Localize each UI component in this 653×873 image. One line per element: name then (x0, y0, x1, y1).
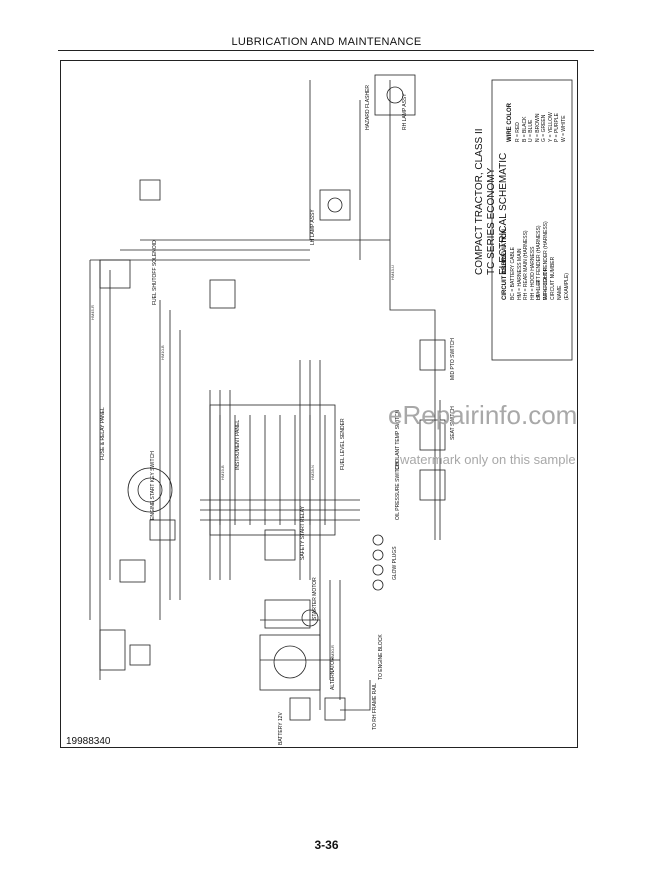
wire-color-list: WIRE COLOR R = RED B = BLACK U = BLUE N … (507, 47, 567, 142)
schematic-frame (60, 60, 578, 748)
switch-box-2 (419, 419, 446, 451)
instrument-panel-label: INSTRUMENT PANEL (235, 419, 241, 470)
lh-lamp-box (319, 189, 351, 221)
alternator-label: ALTERNATOR (330, 657, 336, 690)
fuel-level-label: FUEL LEVEL SENDER (340, 418, 346, 470)
figure-number: 19988340 (66, 736, 111, 747)
relay-box-1 (264, 529, 296, 561)
battery-box-1 (289, 697, 311, 721)
title-line-1: COMPACT TRACTOR, CLASS II (474, 128, 485, 275)
example-wire-color-label: WIRE COLOR (543, 267, 549, 300)
fuse-panel-label: FUSE & RELAY PANEL (100, 407, 106, 460)
header-rule (58, 50, 594, 51)
relay-box-2 (209, 279, 236, 309)
to-frame-label: TO RH FRAME RAIL (372, 683, 378, 730)
lh-lamp-label: LH LAMP ASSY (310, 209, 316, 245)
light-switch-box (99, 259, 131, 289)
title-line-2: TC SERIES ECONOMY (486, 167, 497, 275)
page-number: 3-36 (314, 838, 339, 852)
safety-relay-label: SAFETY START RELAY (300, 506, 306, 560)
svg-text:HM28-N: HM28-N (310, 465, 315, 480)
svg-text:HM30-R: HM30-R (330, 645, 335, 660)
example-circuit-number-label: CIRCUIT NUMBER (550, 256, 556, 300)
example-label: (EXAMPLE) (564, 273, 570, 300)
wire-color-heading: WIRE COLOR (507, 103, 513, 142)
connector-box-1 (99, 629, 126, 671)
watermark-brand: eRepairinfo.com (388, 400, 578, 430)
key-switch-circle (127, 467, 173, 513)
ground-line (340, 680, 371, 711)
svg-text:HM19-B: HM19-B (220, 465, 225, 480)
fuel-gauge-box (139, 179, 161, 201)
center-harness-lines (159, 300, 181, 620)
pto-switch-label: MID PTO SWITCH (450, 338, 456, 380)
key-switch-label: ENGINE START KEY SWITCH (150, 451, 156, 520)
hazard-box (374, 74, 416, 116)
hazard-label: HAZARD FLASHER (365, 84, 371, 130)
electrical-schematic: HM45-R HM10-B HM19-B HM28-N HM30-R HM43-… (89, 74, 573, 721)
left-harness-lines (89, 260, 111, 680)
fuel-shutoff-label: FUEL SHUTOFF SOLENOID (152, 240, 158, 305)
switch-box-3 (419, 469, 446, 501)
lower-lines (319, 580, 341, 710)
battery-box-2 (324, 697, 346, 721)
example-name-label: NAME (557, 285, 563, 300)
upper-lines (309, 80, 391, 260)
starter-lines (260, 619, 340, 661)
right-feed-line (389, 240, 436, 390)
fuse-panel-dividers (219, 415, 326, 525)
starter-box (264, 599, 311, 629)
fuse-panel-box (209, 404, 336, 536)
example-legend: HM 1 - R WIRE COLOR CIRCUIT NUMBER NAME … (536, 240, 571, 300)
oil-pressure-label: OIL PRESSURE SWITCH (395, 462, 401, 520)
page-header: LUBRICATION AND MAINTENANCE (231, 36, 422, 48)
connector-box-3 (149, 519, 176, 541)
glow-plugs-label: GLOW PLUGS (392, 546, 398, 580)
watermark-note: watermark only on this sample (400, 452, 576, 467)
svg-text:HM10-B: HM10-B (160, 345, 165, 360)
connector-box-2 (129, 644, 151, 666)
example-code: HM 1 - R (536, 280, 542, 300)
top-harness-lines (90, 239, 390, 261)
switch-box-1 (419, 339, 446, 371)
svg-text:HM43-U: HM43-U (390, 265, 395, 280)
wire-color-item: W = WHITE (560, 115, 567, 142)
rh-lamp-label: RH LAMP ASSY (402, 93, 408, 130)
battery-label: BATTERY 12V (278, 712, 284, 745)
starter-label: STARTER MOTOR (312, 577, 318, 620)
to-block-label: TO ENGINE BLOCK (378, 634, 384, 680)
svg-text:HM45-R: HM45-R (90, 305, 95, 320)
fuse-holder-box (119, 559, 146, 583)
legend-box (491, 79, 573, 361)
alternator-box (259, 634, 321, 691)
